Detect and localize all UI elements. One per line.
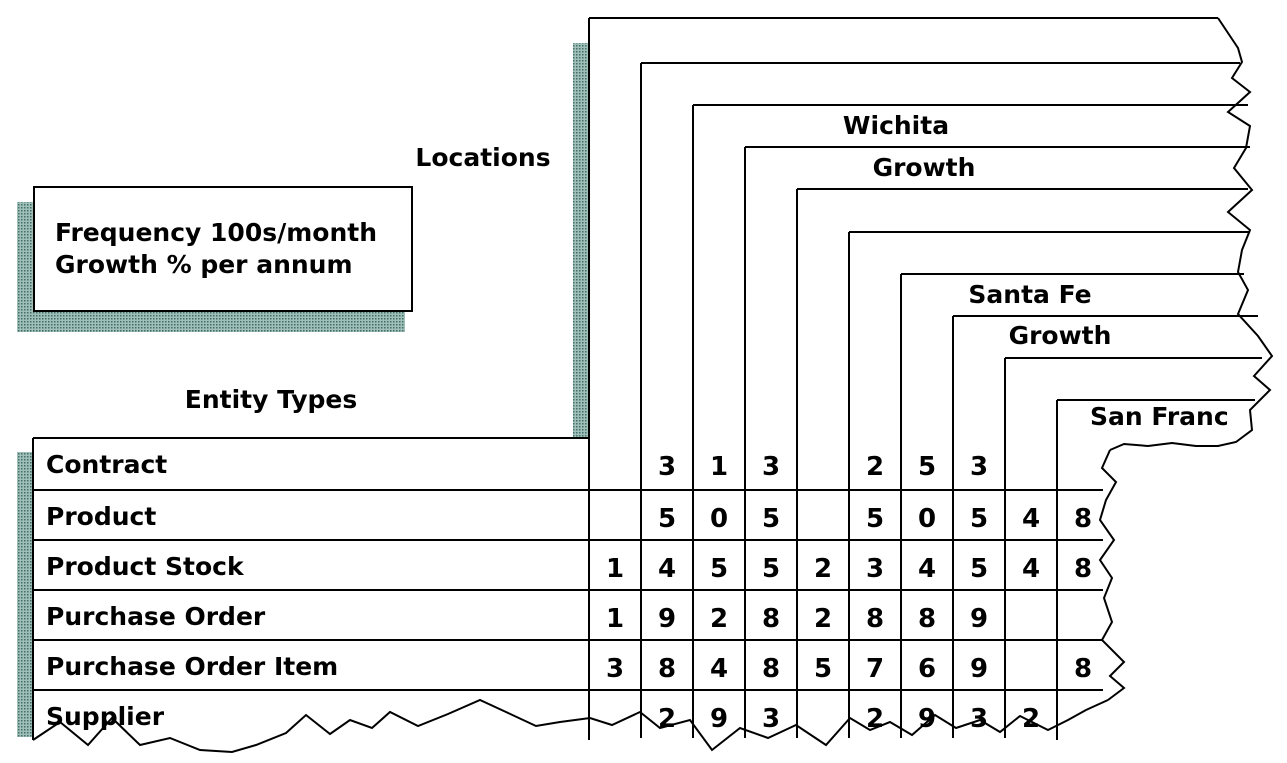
header-lines: [588, 17, 1262, 740]
header-shadow-bar: [573, 43, 590, 438]
column-header-label: Growth: [873, 153, 976, 182]
cell-value: 1: [606, 554, 624, 584]
cell-value: 2: [814, 554, 832, 584]
cell-value: 4: [1022, 504, 1040, 534]
column-header-label: Santa Fe: [968, 280, 1091, 309]
cell-value: 2: [1022, 704, 1040, 734]
cell-value: 0: [710, 504, 728, 534]
cell-value: 3: [762, 704, 780, 734]
column-header-label: San Franc: [1090, 402, 1229, 431]
cell-value: 1: [710, 452, 728, 482]
cell-value: 5: [970, 504, 988, 534]
cell-value: 5: [762, 504, 780, 534]
cell-value: 4: [1022, 554, 1040, 584]
cell-value: 9: [970, 654, 988, 684]
header-torn-edge: [1109, 17, 1274, 451]
cell-value: 9: [970, 604, 988, 634]
cell-value: 2: [866, 452, 884, 482]
cell-value: 2: [866, 704, 884, 734]
cell-value: 5: [710, 554, 728, 584]
row-label: Product Stock: [46, 552, 245, 581]
cell-value: 5: [970, 554, 988, 584]
cell-value: 0: [918, 504, 936, 534]
cell-value: 5: [658, 504, 676, 534]
cell-value: 9: [710, 704, 728, 734]
cell-value: 5: [814, 654, 832, 684]
entity-types-label: Entity Types: [185, 385, 357, 414]
cell-value: 8: [762, 654, 780, 684]
cell-value: 1: [606, 604, 624, 634]
cell-value: 8: [1074, 504, 1092, 534]
table-bottom-torn-edge: [32, 698, 1109, 754]
row-label: Supplier: [46, 702, 165, 731]
cell-value: 2: [658, 704, 676, 734]
cell-value: 5: [918, 452, 936, 482]
legend-shadow-bottom: [17, 312, 405, 332]
cell-value: 2: [710, 604, 728, 634]
cell-value: 9: [918, 704, 936, 734]
table-grid: [32, 437, 1103, 740]
cell-value: 8: [866, 604, 884, 634]
cell-value: 6: [918, 654, 936, 684]
cell-value: 8: [1074, 654, 1092, 684]
column-header-label: Wichita: [843, 111, 949, 140]
row-label: Purchase Order Item: [46, 652, 338, 681]
cell-value: 4: [658, 554, 676, 584]
cell-value: 5: [762, 554, 780, 584]
cell-value: 8: [658, 654, 676, 684]
legend-box: Frequency 100s/month Growth % per annum: [33, 186, 413, 312]
cell-value: 3: [762, 452, 780, 482]
locations-label: Locations: [415, 143, 550, 172]
column-header-label: Growth: [1009, 321, 1112, 350]
cell-value: 3: [970, 452, 988, 482]
row-label: Product: [46, 502, 156, 531]
cell-value: 8: [1074, 554, 1092, 584]
cell-value: 3: [970, 704, 988, 734]
legend-frequency-text: Frequency 100s/month: [55, 218, 377, 247]
cell-value: 4: [918, 554, 936, 584]
cell-value: 5: [866, 504, 884, 534]
cell-value: 4: [710, 654, 728, 684]
cell-value: 3: [606, 654, 624, 684]
cell-value: 3: [866, 554, 884, 584]
row-label: Purchase Order: [46, 602, 266, 631]
table-torn-edge: [1098, 449, 1126, 701]
cell-value: 8: [918, 604, 936, 634]
cell-value: 7: [866, 654, 884, 684]
cell-value: 8: [762, 604, 780, 634]
row-label: Contract: [46, 450, 167, 479]
table-shadow-bar: [17, 452, 33, 737]
cell-value: 2: [814, 604, 832, 634]
cell-value: 9: [658, 604, 676, 634]
cell-value: 3: [658, 452, 676, 482]
legend-shadow-left: [17, 202, 33, 332]
legend-growth-text: Growth % per annum: [55, 250, 353, 279]
